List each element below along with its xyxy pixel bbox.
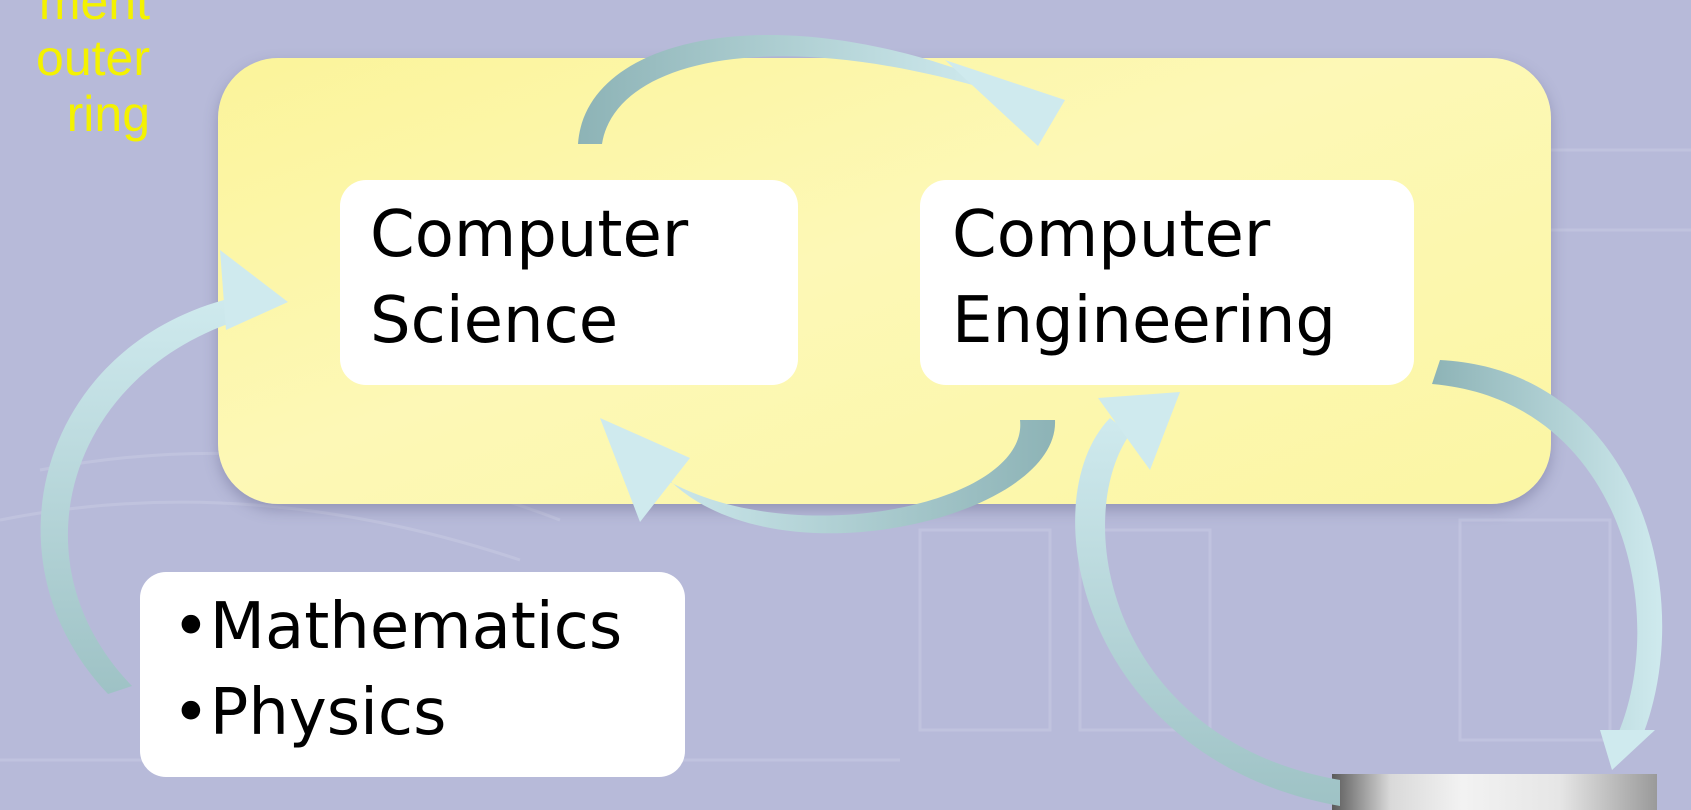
node-foundations: •Mathematics •Physics: [140, 572, 685, 777]
node-label: Science: [370, 284, 619, 358]
slide-title-line: ring: [66, 86, 150, 142]
node-label: Computer: [370, 198, 689, 272]
node-label: Engineering: [952, 284, 1336, 358]
node-label: •Mathematics: [172, 590, 623, 664]
node-label: Computer: [952, 198, 1271, 272]
slide-title: ment outer ring: [0, 0, 150, 142]
slide-title-line: ment: [38, 0, 150, 30]
node-computer-science: Computer Science: [340, 180, 798, 385]
node-label: •Physics: [172, 676, 447, 750]
slide-title-line: outer: [36, 30, 150, 86]
node-computer-engineering: Computer Engineering: [920, 180, 1414, 385]
photo-image: [1332, 774, 1657, 810]
